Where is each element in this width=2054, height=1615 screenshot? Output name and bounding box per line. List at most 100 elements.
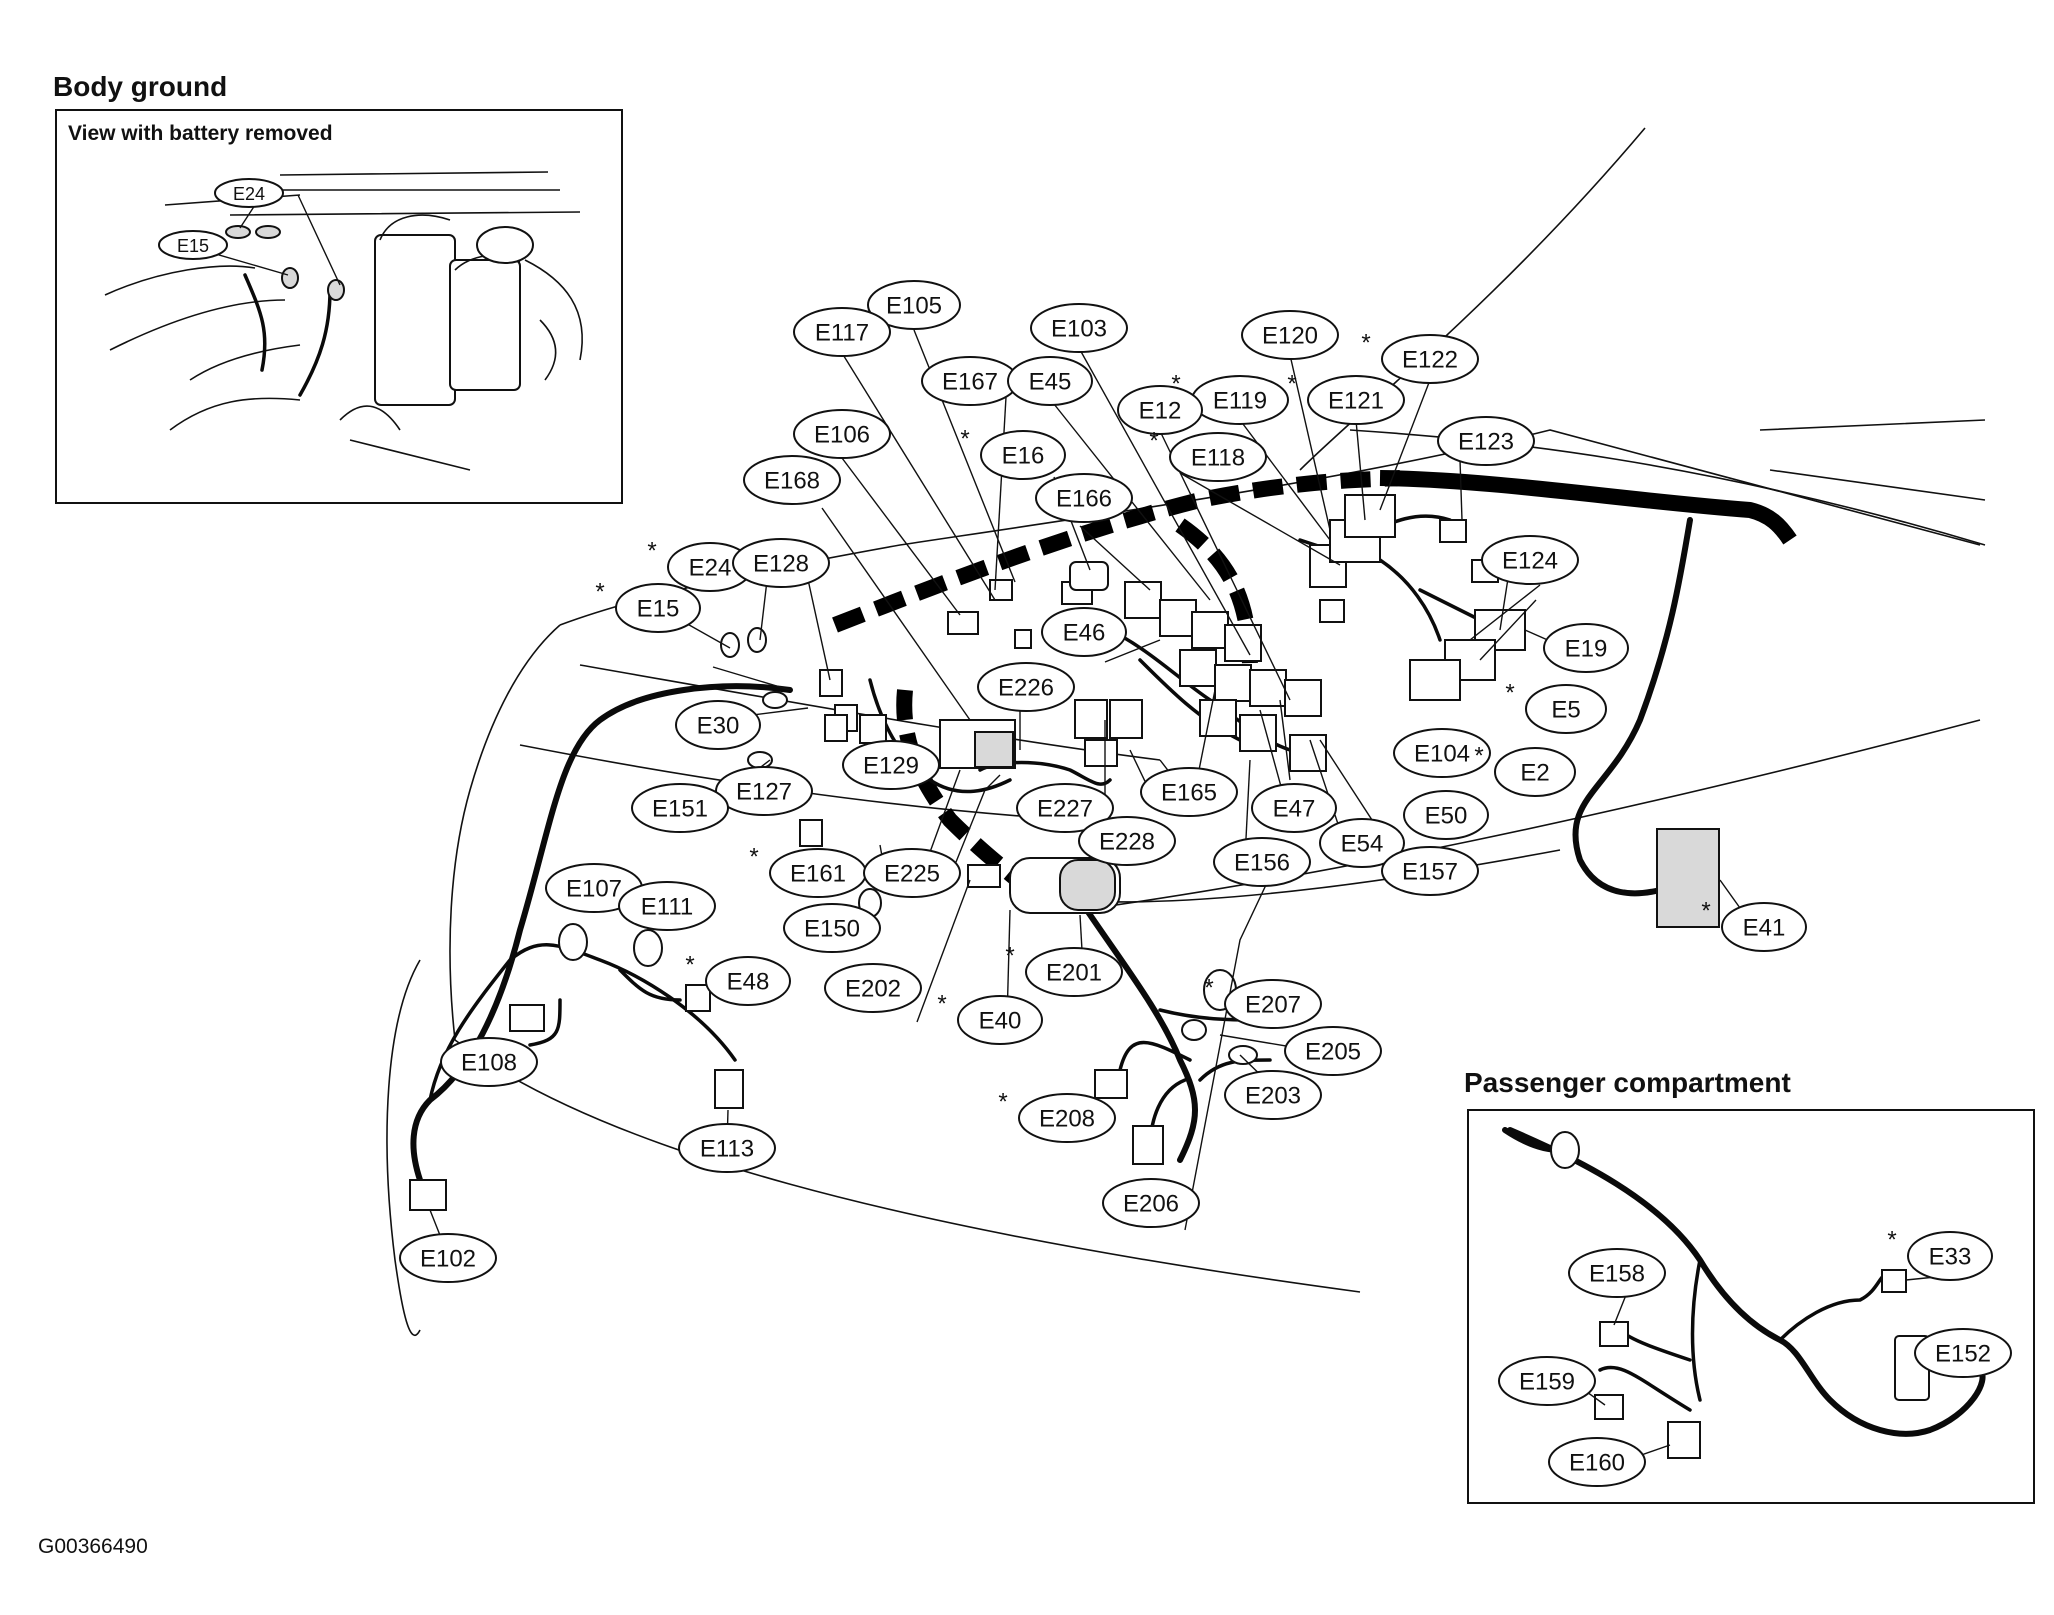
callout-label: E19 xyxy=(1565,636,1608,663)
asterisk-marker: * xyxy=(685,952,694,979)
callout-label: E48 xyxy=(727,969,770,996)
callout-bubble xyxy=(1721,902,1807,952)
callout-label: E45 xyxy=(1029,369,1072,396)
callout-bubble xyxy=(1543,623,1629,673)
callout-e167: E167 xyxy=(921,356,1019,406)
callout-e124: E124 xyxy=(1481,535,1579,585)
callout-e122: E122* xyxy=(1361,330,1479,384)
callout-bubble xyxy=(824,963,922,1013)
asterisk-marker: * xyxy=(1171,371,1180,398)
callout-bubble xyxy=(214,178,284,208)
callout-e202: E202 xyxy=(824,963,922,1013)
callout-bubble xyxy=(1241,310,1339,360)
callout-bubble xyxy=(615,583,701,633)
callout-e152: E152 xyxy=(1914,1328,2012,1378)
callout-e105: E105 xyxy=(867,280,961,330)
callout-bubble xyxy=(842,740,940,790)
callout-label: E165 xyxy=(1161,780,1217,807)
callout-bubble xyxy=(1907,1231,1993,1281)
callout-e107: E107 xyxy=(545,863,643,913)
callout-bubble xyxy=(743,455,841,505)
callout-e123: E123 xyxy=(1437,416,1535,466)
callout-e201: E201* xyxy=(1005,943,1123,997)
asterisk-marker: * xyxy=(1204,975,1213,1002)
asterisk-marker: * xyxy=(1005,943,1014,970)
callout-e120: E120 xyxy=(1241,310,1339,360)
callout-label: E54 xyxy=(1341,831,1384,858)
callout-label: E117 xyxy=(815,320,869,347)
callout-bubble xyxy=(1025,947,1123,997)
callout-e228: E228 xyxy=(1078,816,1176,866)
callout-label: E124 xyxy=(1502,548,1558,575)
callout-e46: E46 xyxy=(1041,607,1127,657)
callout-bubble xyxy=(732,538,830,588)
callout-e158: E158 xyxy=(1568,1248,1666,1298)
callout-label: E121 xyxy=(1328,388,1384,415)
callout-bubble xyxy=(1102,1178,1200,1228)
callout-label: E128 xyxy=(753,551,809,578)
callout-bubble xyxy=(1251,783,1337,833)
body-ground-title: Body ground xyxy=(53,71,227,102)
callout-e104: E104 xyxy=(1393,728,1491,778)
callout-e16: E16* xyxy=(960,426,1066,480)
callout-e48: E48 * xyxy=(685,952,791,1006)
callout-e117: E117 xyxy=(793,307,891,357)
callout-e160: E160 xyxy=(1548,1437,1646,1487)
passenger-compartment-illustration xyxy=(1502,1127,1986,1459)
callout-label: E103 xyxy=(1051,316,1107,343)
callout-e128: E128 xyxy=(732,538,830,588)
callout-bubble xyxy=(1525,684,1607,734)
callout-e127: E127 xyxy=(715,766,813,816)
asterisk-marker: * xyxy=(647,538,656,565)
callout-e24: E24 * xyxy=(647,538,753,592)
callout-bubble xyxy=(618,881,716,931)
callout-bubble xyxy=(1213,837,1311,887)
callout-label: E108 xyxy=(461,1050,517,1077)
callout-label: E24 xyxy=(689,555,732,582)
callout-label: E16 xyxy=(1002,443,1045,470)
callout-e103: E103 xyxy=(1030,303,1128,353)
connectors xyxy=(409,494,1720,1211)
callout-label: E105 xyxy=(886,293,942,320)
callout-bubble xyxy=(1393,728,1491,778)
callout-label: E152 xyxy=(1935,1341,1991,1368)
callout-e5: E5* xyxy=(1505,680,1607,734)
callout-bubble xyxy=(1041,607,1127,657)
callout-label: E129 xyxy=(863,753,919,780)
callout-bubble xyxy=(678,1123,776,1173)
callout-label: E24 xyxy=(233,184,265,204)
asterisk-marker: * xyxy=(1701,898,1710,925)
callout-bubble xyxy=(1481,535,1579,585)
callout-label: E106 xyxy=(814,422,870,449)
callout-e47: E47 xyxy=(1251,783,1337,833)
callout-e33: E33* xyxy=(1887,1227,1993,1281)
callout-e121: E121* xyxy=(1287,371,1405,425)
body-ground-inset-frame xyxy=(55,109,623,504)
callout-label: E157 xyxy=(1402,859,1458,886)
callout-label: E228 xyxy=(1099,829,1155,856)
callout-label: E41 xyxy=(1743,915,1786,942)
callout-label: E167 xyxy=(942,369,998,396)
callout-e50: E50 xyxy=(1403,790,1489,840)
callout-bubble xyxy=(631,783,729,833)
callout-bubble xyxy=(867,280,961,330)
callout-label: E207 xyxy=(1245,992,1301,1019)
callout-bubble xyxy=(1224,1070,1322,1120)
callout-bubble xyxy=(863,848,961,898)
callout-label: E15 xyxy=(637,596,680,623)
callout-bubble xyxy=(1319,818,1405,868)
callout-bubble xyxy=(1169,432,1267,482)
callout-label: E158 xyxy=(1589,1261,1645,1288)
callout-e119: E119* xyxy=(1171,371,1289,425)
callout-bubble xyxy=(980,430,1066,480)
callout-label: E226 xyxy=(998,675,1054,702)
callout-bubble xyxy=(957,995,1043,1045)
callout-label: E202 xyxy=(845,976,901,1003)
callout-bubble xyxy=(1030,303,1128,353)
callout-label: E5 xyxy=(1551,697,1580,724)
callout-bubble xyxy=(675,700,761,750)
asterisk-marker: * xyxy=(1887,1227,1896,1254)
callout-e15: E15* xyxy=(595,579,701,633)
callout-e157: E157 xyxy=(1381,846,1479,896)
